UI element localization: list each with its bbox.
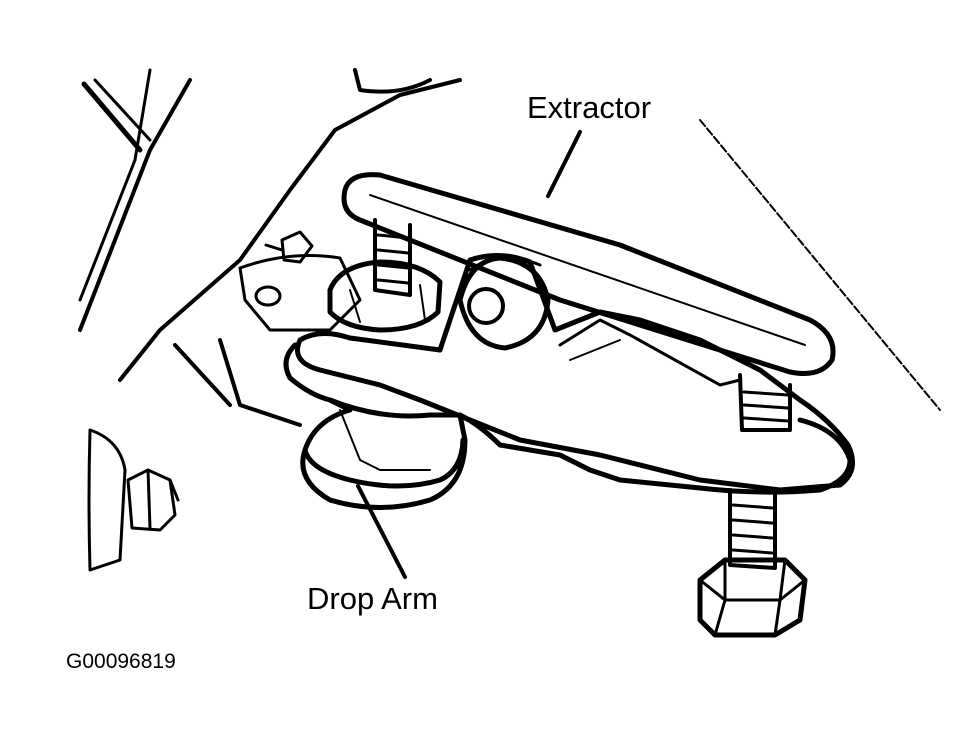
chassis-frame [78,68,941,427]
extractor-tool [295,172,855,638]
extractor-leader [546,130,582,198]
bracket-bolt [87,428,180,572]
extractor-label: Extractor [527,90,652,125]
figure-code: G00096819 [66,650,176,673]
drop-arm-shape [283,342,853,510]
callout-leaders [356,130,582,579]
ball-joint [238,230,362,332]
drop-arm-label: Drop Arm [307,581,438,616]
drop-arm-leader [356,484,407,579]
